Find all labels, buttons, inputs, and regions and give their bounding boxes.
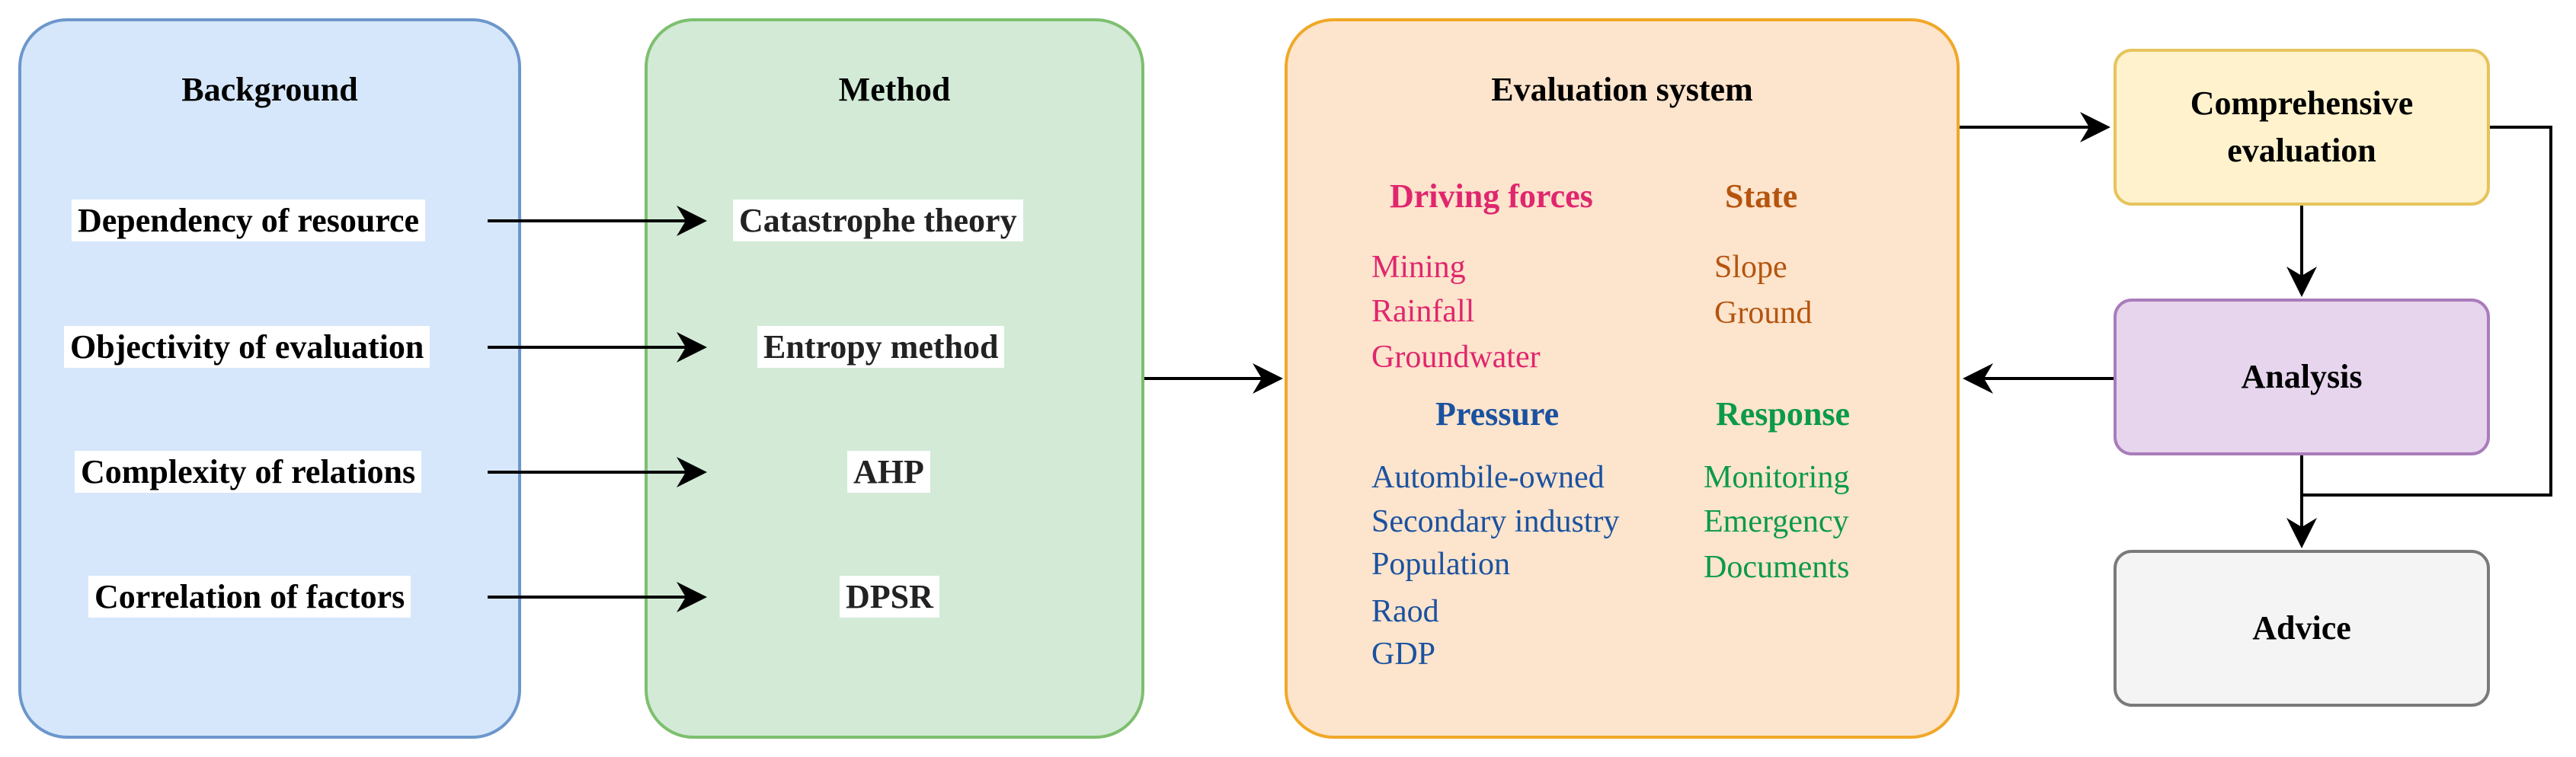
- pressure-item-gdp: GDP: [1371, 637, 1436, 672]
- background-panel: [18, 18, 521, 739]
- pressure-item-secondary-industry: Secondary industry: [1371, 504, 1620, 539]
- pressure-item-road: Raod: [1371, 594, 1439, 629]
- evaluation-panel: [1285, 18, 1960, 739]
- analysis-box: Analysis: [2114, 299, 2490, 455]
- evaluation-title: Evaluation system: [1491, 71, 1753, 108]
- method-panel: [645, 18, 1144, 739]
- state-header: State: [1725, 177, 1798, 215]
- pressure-header: Pressure: [1435, 395, 1560, 433]
- response-header: Response: [1716, 395, 1851, 433]
- driving-item-mining: Mining: [1371, 250, 1466, 285]
- advice-box: Advice: [2114, 550, 2490, 707]
- driving-forces-header: Driving forces: [1390, 177, 1593, 215]
- pressure-item-population: Population: [1371, 547, 1511, 582]
- method-item-catastrophe: Catastrophe theory: [733, 200, 1023, 241]
- background-item-objectivity: Objectivity of evaluation: [64, 326, 430, 368]
- method-item-entropy: Entropy method: [757, 326, 1005, 368]
- driving-item-rainfall: Rainfall: [1371, 294, 1475, 329]
- advice-label: Advice: [2252, 609, 2351, 647]
- method-item-dpsr: DPSR: [840, 576, 939, 618]
- background-item-correlation: Correlation of factors: [88, 576, 411, 618]
- background-item-dependency: Dependency of resource: [72, 200, 426, 241]
- comprehensive-evaluation-label: Comprehensive evaluation: [2190, 85, 2414, 169]
- driving-item-groundwater: Groundwater: [1371, 340, 1541, 375]
- state-item-slope: Slope: [1714, 250, 1787, 285]
- analysis-label: Analysis: [2241, 358, 2363, 395]
- pressure-item-automobile: Autombile-owned: [1371, 460, 1605, 495]
- comprehensive-evaluation-box: Comprehensive evaluation: [2114, 49, 2490, 206]
- state-item-ground: Ground: [1714, 295, 1813, 331]
- response-item-monitoring: Monitoring: [1704, 460, 1850, 495]
- response-item-documents: Documents: [1704, 550, 1850, 585]
- loop-line-right: [2302, 126, 2552, 497]
- method-item-ahp: AHP: [847, 451, 930, 493]
- background-item-complexity: Complexity of relations: [75, 451, 422, 493]
- background-title: Background: [181, 71, 358, 108]
- response-item-emergency: Emergency: [1704, 504, 1849, 539]
- method-title: Method: [838, 71, 951, 108]
